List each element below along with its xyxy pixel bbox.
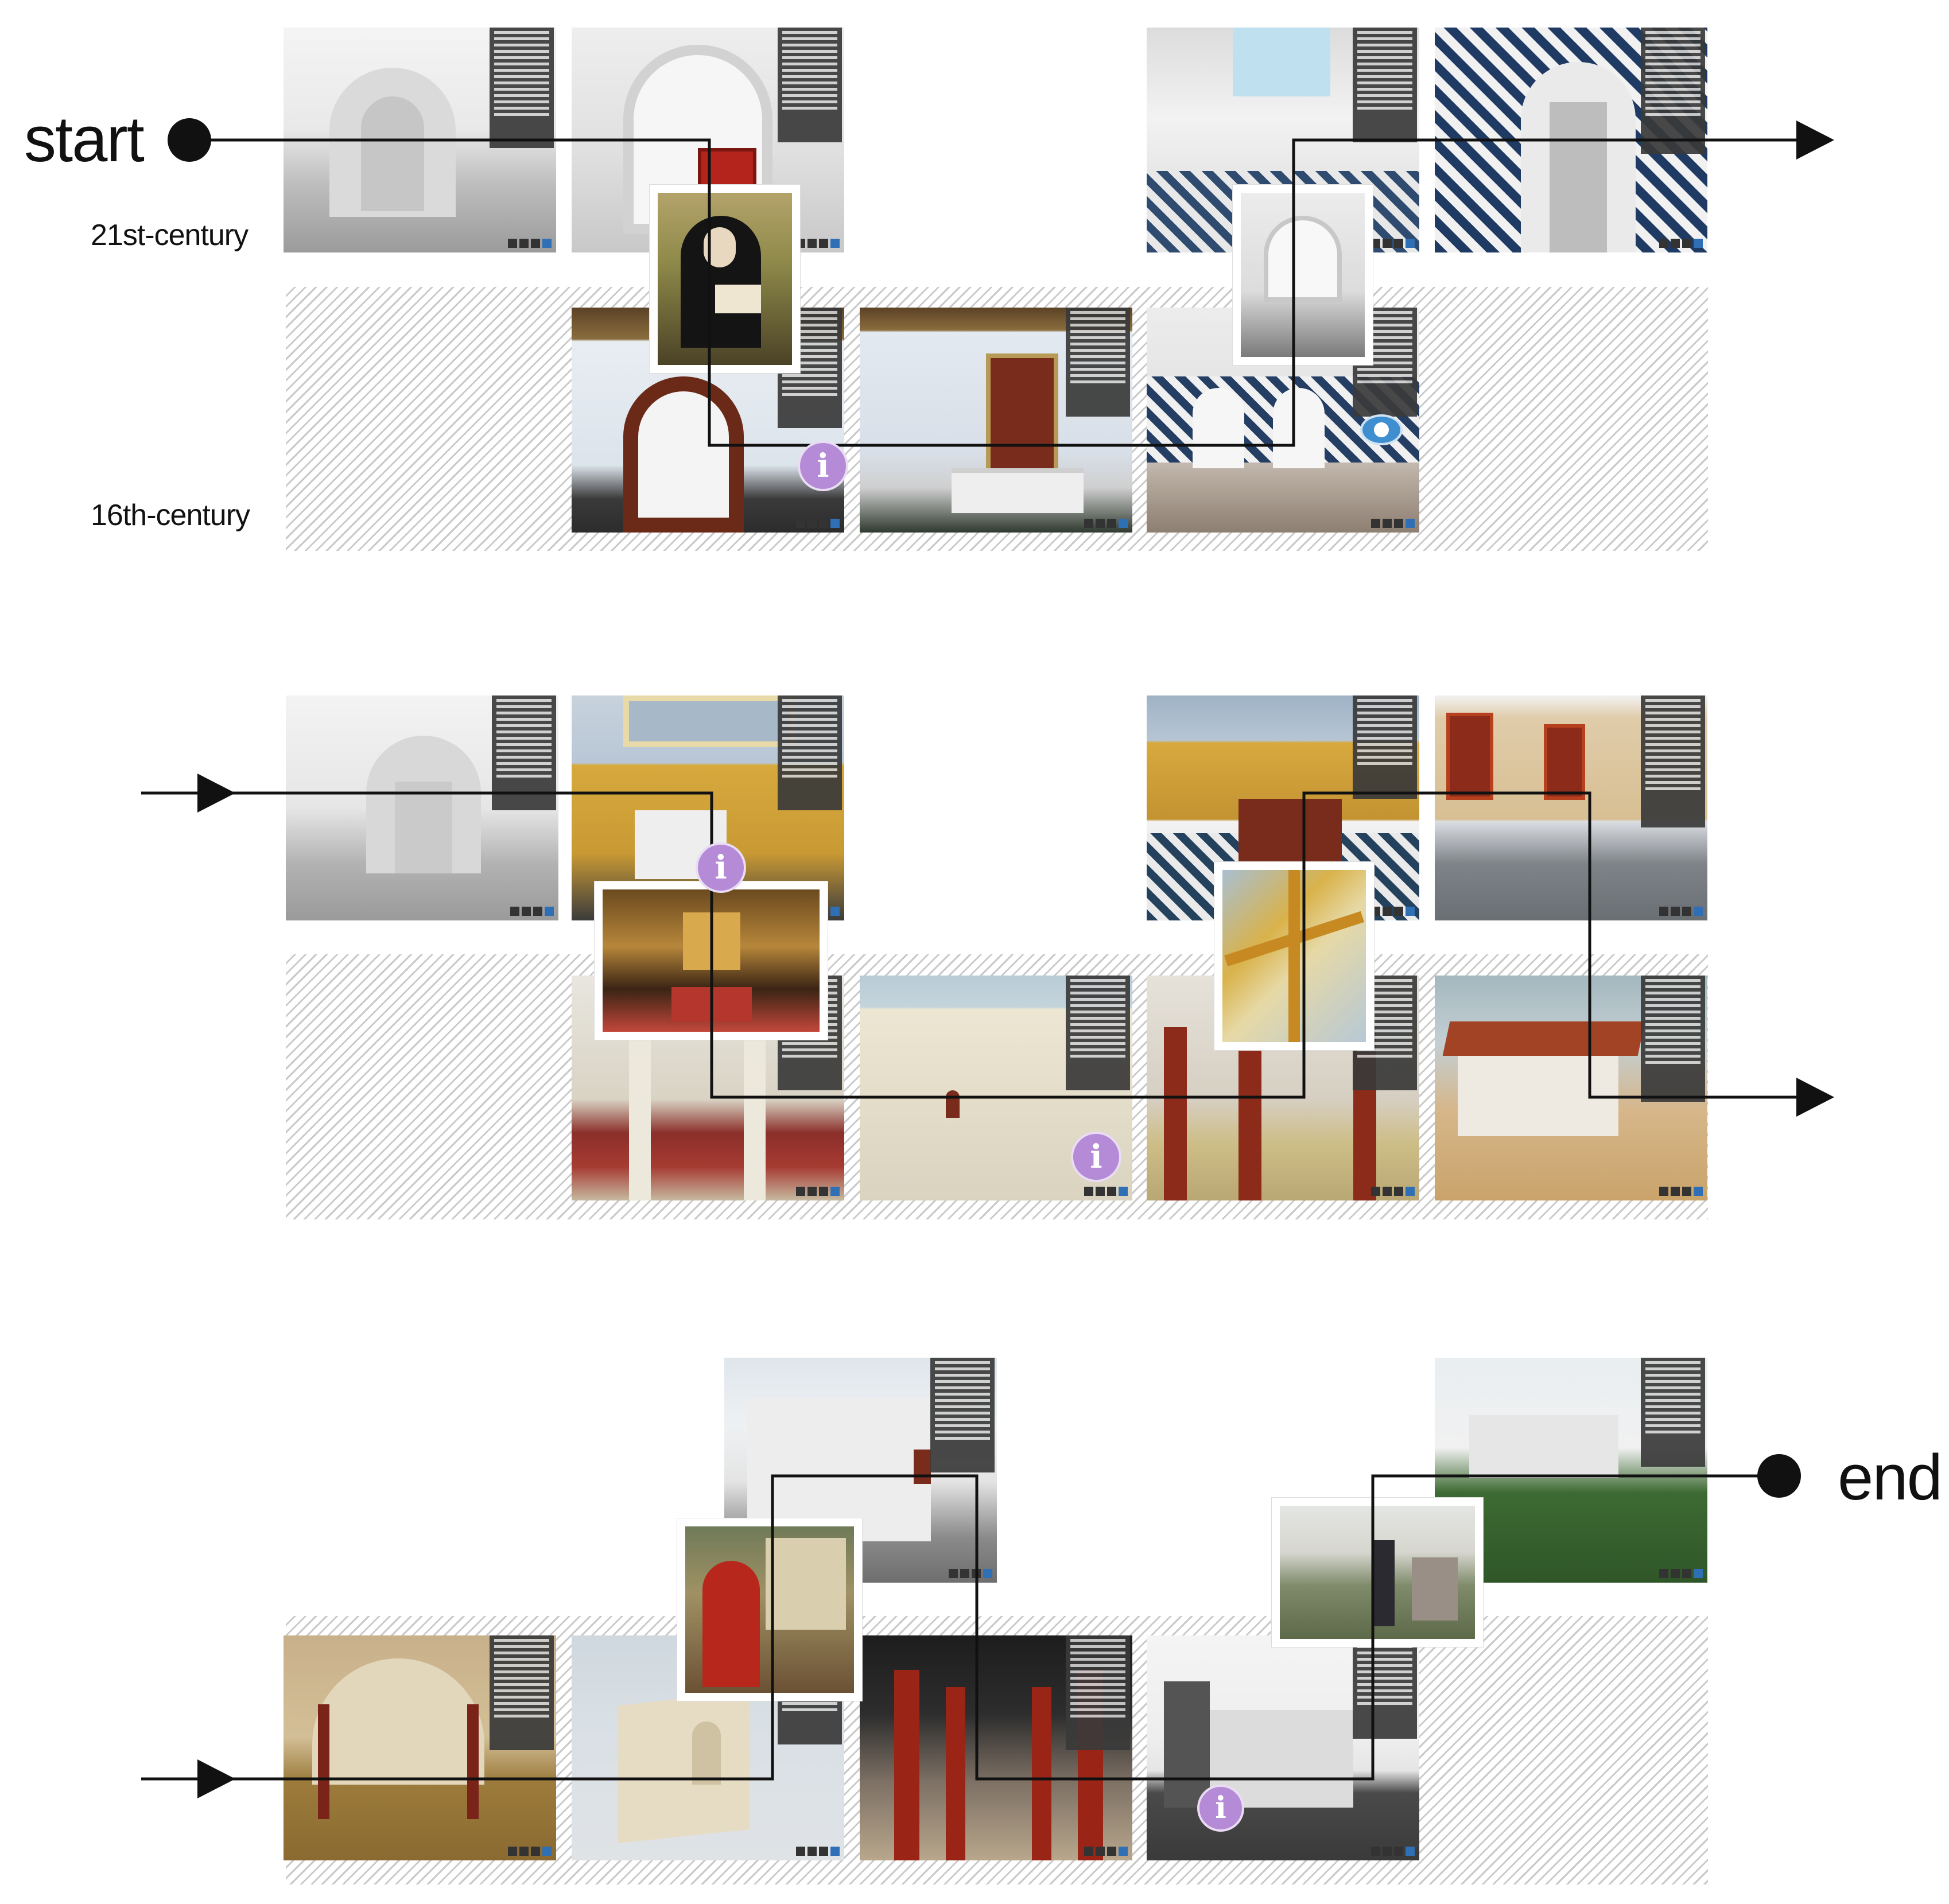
arrow-right-icon	[1796, 121, 1834, 160]
inset-photo-visitor-group[interactable]	[1272, 1498, 1483, 1647]
scene-thumbnail[interactable]	[1147, 308, 1419, 533]
scene-thumbnail[interactable]	[286, 695, 558, 920]
era-label-21st: 21st-century	[91, 219, 249, 252]
end-dot-icon	[1757, 1454, 1801, 1498]
scene-thumbnail[interactable]	[724, 1358, 997, 1583]
flow-line-row1	[189, 138, 1802, 447]
scene-thumbnail[interactable]	[1435, 28, 1707, 252]
end-label: end	[1838, 1441, 1943, 1513]
flow-line-row3	[248, 1474, 1779, 1781]
inset-photo-cloister-niche[interactable]	[1233, 185, 1373, 365]
scene-thumbnail[interactable]	[860, 308, 1132, 533]
info-icon[interactable]: i	[798, 441, 848, 491]
info-icon[interactable]: i	[1071, 1132, 1121, 1182]
flow-line-row2	[248, 791, 1802, 1099]
era-label-16th: 16th-century	[91, 499, 250, 532]
scene-thumbnail[interactable]	[1435, 976, 1707, 1200]
scene-thumbnail[interactable]	[1435, 695, 1707, 920]
start-dot-icon	[168, 118, 211, 162]
arrow-right-icon	[1796, 1078, 1834, 1117]
scene-thumbnail[interactable]	[860, 1635, 1132, 1860]
scene-thumbnail[interactable]	[284, 1635, 556, 1860]
info-icon[interactable]: i	[696, 842, 746, 893]
arrow-right-icon	[197, 1759, 235, 1798]
inset-painting-nun[interactable]	[650, 185, 800, 373]
start-label: start	[24, 103, 145, 175]
inset-photo-ceiling[interactable]	[1214, 862, 1374, 1050]
info-icon[interactable]: i	[1197, 1785, 1244, 1832]
eye-icon[interactable]	[1360, 414, 1403, 445]
inset-painting-saint[interactable]	[677, 1518, 862, 1701]
arrow-right-icon	[197, 774, 235, 813]
